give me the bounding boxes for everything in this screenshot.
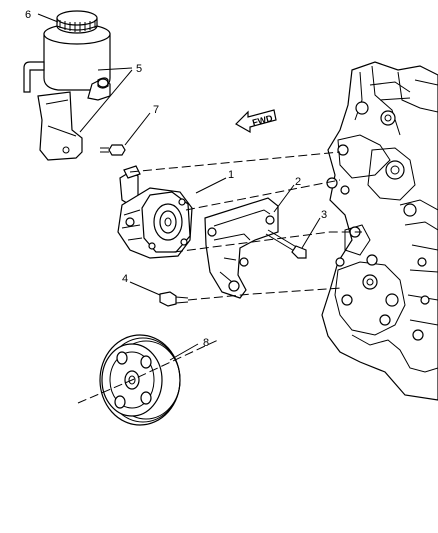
pulley: [99, 334, 181, 426]
leader-lines: [37, 13, 321, 361]
callout-pulley: 8: [203, 337, 209, 349]
pump-bracket: [204, 197, 279, 299]
callout-bracket-bolt: 7: [153, 104, 159, 116]
callout-short-bolt: 4: [122, 273, 128, 285]
bracket-bolt: [100, 144, 126, 156]
long-bolt: [265, 229, 307, 259]
callout-power-steering-pump: 1: [228, 169, 234, 181]
short-bolt: [159, 291, 189, 307]
forward-direction-arrow-icon: FWD: [235, 109, 277, 134]
callout-reservoir: 6: [25, 9, 31, 21]
alignment-lines: [77, 151, 362, 404]
callout-reservoir-bracket: 5: [136, 63, 142, 75]
callout-long-bolt: 3: [321, 209, 327, 221]
engine-block: [321, 61, 438, 401]
callout-pump-bracket: 2: [295, 176, 301, 188]
power-steering-pump: [117, 165, 193, 259]
callout-numbers: 6 5 7 1 2 3 4 8: [25, 9, 327, 349]
reservoir: [23, 10, 111, 101]
reservoir-bracket: [37, 91, 83, 161]
